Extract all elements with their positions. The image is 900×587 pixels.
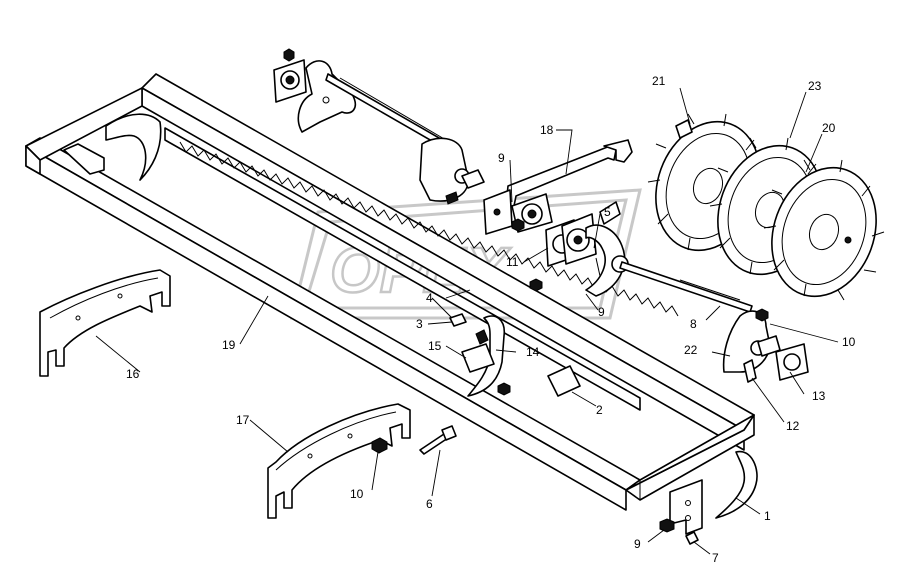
- left-bearing-assembly: [273, 48, 461, 157]
- wheel-part-20: [763, 159, 885, 301]
- callout-17: 17: [236, 413, 250, 427]
- callout-21: 21: [652, 74, 666, 88]
- callout-23: 23: [808, 79, 822, 93]
- callout-3: 3: [416, 317, 423, 331]
- tine-part-1: [669, 450, 758, 535]
- callout-10-right: 10: [842, 335, 856, 349]
- callout-5: 5: [604, 205, 611, 219]
- callout-2: 2: [596, 403, 603, 417]
- callout-12: 12: [786, 419, 800, 433]
- center-bearing-assembly: [419, 137, 633, 297]
- bracket-part-16: [39, 269, 171, 377]
- callout-18: 18: [540, 123, 554, 137]
- small-tine-assembly: [431, 297, 581, 397]
- main-frame: [25, 73, 755, 511]
- callout-9-mid: 9: [598, 305, 605, 319]
- callout-4: 4: [426, 291, 433, 305]
- callout-20: 20: [822, 121, 836, 135]
- callout-16: 16: [126, 367, 140, 381]
- callout-6: 6: [426, 497, 433, 511]
- bracket-part-17: [267, 403, 411, 519]
- right-bearing-assembly: [722, 308, 809, 383]
- callout-10-lower: 10: [350, 487, 364, 501]
- callout-11: 11: [506, 255, 519, 269]
- drive-shaft-part-8: [619, 261, 753, 313]
- callout-19: 19: [222, 338, 236, 352]
- callout-labels: 21 23 20 18 9 5 11 9 4 3 15 14 8 10 22 1…: [126, 74, 856, 565]
- callout-9-lower: 9: [634, 537, 641, 551]
- bottom-fasteners: [659, 518, 699, 545]
- callout-14: 14: [526, 345, 540, 359]
- callout-9-upper: 9: [498, 151, 505, 165]
- callout-15: 15: [428, 339, 442, 353]
- wheel-assembly: [647, 113, 885, 301]
- callout-1: 1: [764, 509, 771, 523]
- leader-lines: [95, 87, 839, 555]
- callout-7: 7: [712, 551, 719, 565]
- nut-part-10-lower: [371, 437, 388, 454]
- callout-8: 8: [690, 317, 697, 331]
- bolt-part-6: [419, 425, 457, 455]
- callout-13: 13: [812, 389, 826, 403]
- callout-22: 22: [684, 343, 698, 357]
